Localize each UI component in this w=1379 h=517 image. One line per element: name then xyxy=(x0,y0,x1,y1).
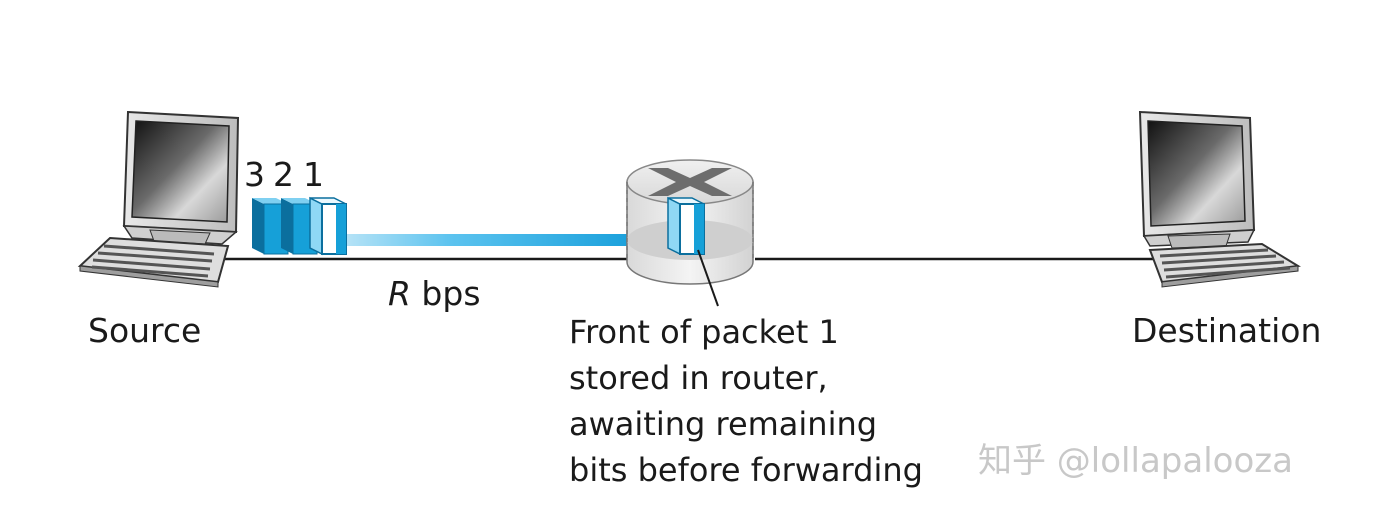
annotation-line-1: Front of packet 1 xyxy=(569,313,839,351)
destination-computer-icon xyxy=(1138,110,1301,288)
router-icon xyxy=(626,159,754,307)
router-annotation: Front of packet 1 stored in router, awai… xyxy=(569,309,923,493)
packet-number-2: 2 xyxy=(273,155,294,194)
packet-number-3: 3 xyxy=(244,155,265,194)
link-rate-label: R bps xyxy=(388,274,481,313)
destination-label: Destination xyxy=(1132,311,1322,350)
packet-number-1: 1 xyxy=(303,155,324,194)
source-label: Source xyxy=(88,311,202,350)
annotation-line-3: awaiting remaining xyxy=(569,405,878,443)
packet-1 xyxy=(309,196,347,256)
annotation-pointer xyxy=(697,249,719,307)
annotation-line-2: stored in router, xyxy=(569,359,828,397)
router-partial-packet xyxy=(667,196,705,256)
rate-unit: bps xyxy=(410,274,481,313)
source-computer-icon xyxy=(77,110,240,288)
watermark: 知乎 @lollapalooza xyxy=(978,441,1293,481)
annotation-line-4: bits before forwarding xyxy=(569,451,923,489)
rate-symbol: R xyxy=(388,274,411,313)
